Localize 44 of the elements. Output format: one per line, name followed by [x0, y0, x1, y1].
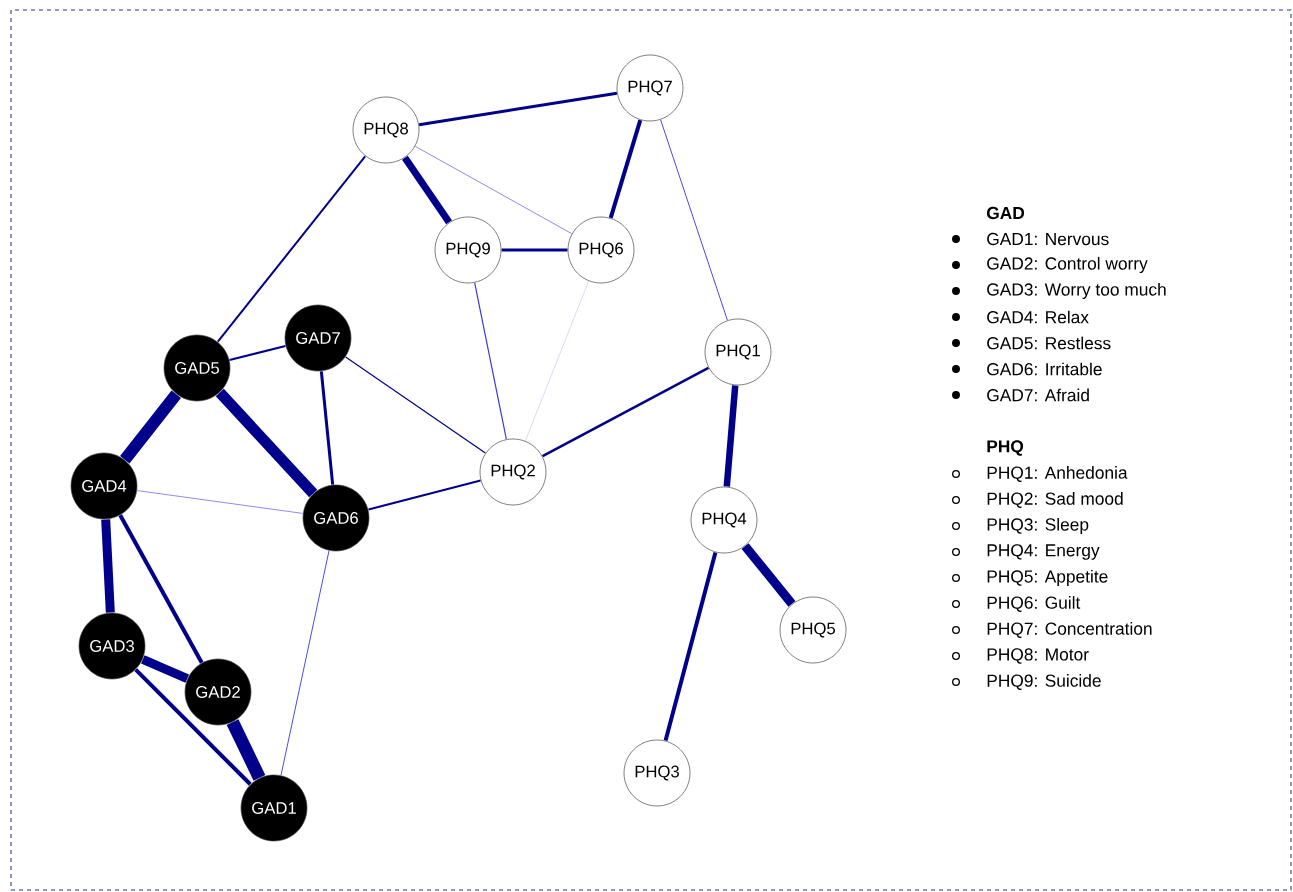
legend-text: PHQ3: Sleep — [987, 517, 1089, 535]
edge-line — [608, 119, 643, 219]
legend-text: GAD5: Restless — [987, 336, 1111, 350]
edge-line — [414, 145, 573, 235]
edge-line — [501, 248, 568, 252]
legend-text: GAD1: Nervous — [987, 232, 1109, 246]
legend-text: PHQ4: Energy — [987, 544, 1100, 560]
edge-line — [216, 155, 367, 343]
edge-line — [101, 519, 115, 613]
edge-line — [345, 356, 486, 454]
edge-line — [418, 91, 618, 127]
edge-line — [228, 345, 287, 361]
edge-line — [474, 282, 507, 440]
edge-line — [215, 388, 318, 498]
legend-text: GAD3: Worry too much — [987, 282, 1166, 300]
legend-text: PHQ7: Concentration — [987, 622, 1152, 638]
legend-text: PHQ2: Sad mood — [987, 492, 1123, 508]
legend-text: GAD4: Relax — [987, 310, 1089, 324]
edge-line — [280, 550, 330, 776]
legend-heading: GAD — [987, 206, 1025, 220]
edge-line — [226, 719, 266, 781]
legend-text: PHQ9: Suicide — [987, 674, 1101, 690]
legend-text: GAD6: Irritable — [987, 362, 1102, 376]
edge-line — [660, 119, 728, 321]
legend-heading: PHQ — [987, 440, 1024, 456]
edge-line — [136, 490, 304, 514]
edge-line — [367, 479, 482, 511]
edge-line — [118, 514, 204, 664]
legend-text: GAD7: Afraid — [987, 388, 1089, 402]
legend-text: PHQ8: Motor — [987, 648, 1089, 664]
edge-line — [524, 280, 590, 442]
edge-line — [723, 385, 739, 487]
legend-text: GAD2: Control worry — [987, 256, 1148, 274]
edge-line — [140, 655, 190, 683]
legend-text: PHQ1: Anhedonia — [987, 466, 1128, 482]
edge-line — [663, 551, 718, 742]
edge-line — [402, 155, 452, 225]
edge-line — [120, 390, 181, 464]
legend-text: PHQ5: Appetite — [987, 569, 1108, 587]
edge-line — [741, 543, 796, 607]
edge-line — [542, 366, 709, 458]
legend-text: PHQ6: Guilt — [987, 596, 1081, 612]
edge-line — [319, 371, 335, 485]
edge-line — [134, 668, 252, 786]
